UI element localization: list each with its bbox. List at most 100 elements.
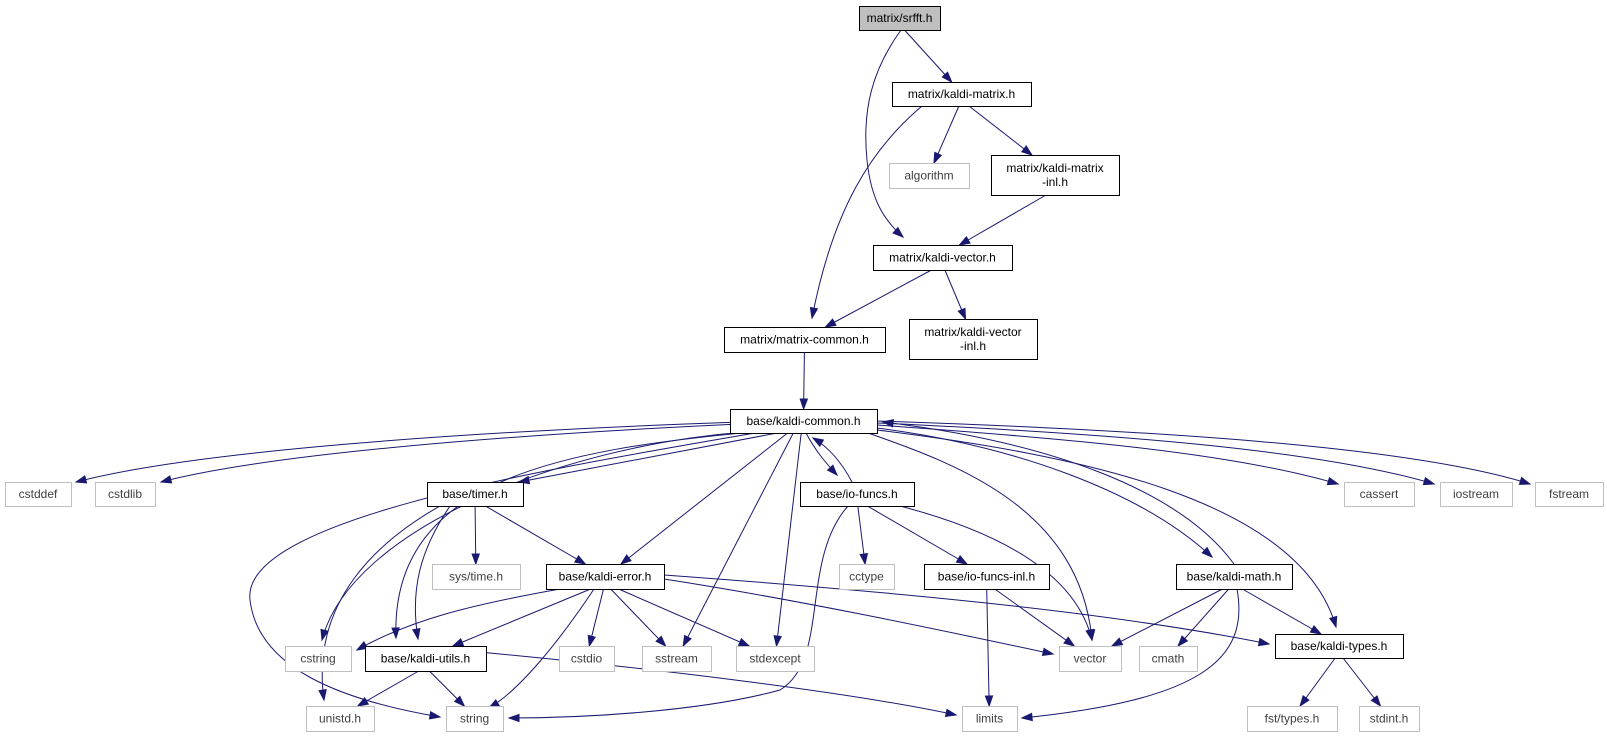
- node-box: [365, 646, 487, 672]
- arrowhead: [1041, 647, 1055, 656]
- node-box: [1247, 706, 1338, 732]
- node-label: base/kaldi-common.h: [746, 414, 860, 428]
- arrowhead: [773, 635, 782, 648]
- edge-kaldi-math-to-kaldi-types: [1242, 588, 1323, 635]
- edge-line: [876, 422, 1435, 485]
- arrowhead: [356, 697, 370, 707]
- edge-kaldi-math-to-vector: [1110, 588, 1223, 647]
- node-label: algorithm: [904, 169, 953, 183]
- node-kaldi-matrix-inl[interactable]: matrix/kaldi-matrix-inl.h: [991, 155, 1120, 196]
- edge-kaldi-common-to-io-funcs: [805, 432, 838, 477]
- node-stdexcept: stdexcept: [736, 646, 815, 672]
- edge-line: [904, 29, 953, 83]
- arrowhead: [881, 418, 894, 428]
- node-kaldi-math[interactable]: base/kaldi-math.h: [1176, 564, 1293, 590]
- node-label: matrix/kaldi-matrix: [1006, 161, 1103, 175]
- edge-kaldi-common-to-sstream: [682, 432, 794, 648]
- arrowhead: [159, 475, 173, 484]
- edge-kaldi-common-to-cassert: [876, 424, 1340, 486]
- node-box: [5, 482, 72, 507]
- node-kaldi-utils[interactable]: base/kaldi-utils.h: [365, 646, 487, 672]
- node-box: [1440, 482, 1513, 507]
- node-vector: vector: [1059, 646, 1122, 672]
- node-kaldi-common[interactable]: base/kaldi-common.h: [730, 409, 878, 434]
- edge-kaldi-error-to-sstream: [610, 588, 667, 648]
- node-label: matrix/kaldi-vector: [924, 325, 1021, 339]
- node-cassert: cassert: [1344, 482, 1415, 507]
- edge-kaldi-utils-to-string: [429, 670, 466, 708]
- edge-kaldi-common-to-kaldi-utils: [391, 431, 753, 640]
- node-kaldi-vector-inl[interactable]: matrix/kaldi-vector-inl.h: [909, 319, 1038, 360]
- node-stdint: stdint.h: [1359, 706, 1420, 732]
- edge-srfft-to-kaldi-matrix: [904, 29, 953, 84]
- edge-layer: [74, 29, 1532, 723]
- node-box: [642, 646, 712, 672]
- node-label: base/kaldi-utils.h: [381, 652, 470, 666]
- edge-line: [488, 588, 595, 709]
- node-kaldi-types[interactable]: base/kaldi-types.h: [1275, 634, 1404, 659]
- arrowhead: [958, 236, 971, 246]
- arrowhead: [318, 689, 327, 702]
- edge-line: [610, 588, 666, 647]
- arrowhead: [955, 555, 969, 565]
- node-box: [546, 564, 665, 590]
- edge-kaldi-common-to-cstring: [320, 431, 746, 642]
- edge-io-funcs-to-io-funcs-inl: [867, 505, 969, 565]
- node-label: base/timer.h: [442, 487, 507, 501]
- edge-kaldi-common-to-kaldi-types: [876, 429, 1338, 629]
- arrowhead: [1328, 615, 1338, 629]
- node-matrix-common[interactable]: matrix/matrix-common.h: [724, 327, 886, 353]
- edge-kaldi-math-to-kaldi-common: [881, 418, 1235, 565]
- edge-kaldi-common-to-kaldi-math: [876, 427, 1214, 559]
- arrowhead: [1110, 637, 1124, 647]
- edge-kaldi-common-to-kaldi-error: [619, 432, 788, 565]
- edge-kaldi-error-to-vector: [663, 578, 1055, 656]
- edge-kaldi-types-to-fst-types: [1299, 657, 1336, 708]
- edge-line: [811, 105, 923, 319]
- arrowhead: [355, 641, 369, 651]
- node-box: [962, 706, 1018, 732]
- edge-line: [414, 505, 451, 640]
- edge-line: [321, 431, 746, 641]
- node-timer[interactable]: base/timer.h: [427, 482, 524, 507]
- node-limits: limits: [962, 706, 1018, 732]
- edge-kaldi-vector-to-kaldi-vector-inl: [944, 269, 967, 321]
- arrowhead: [944, 708, 958, 717]
- edge-kaldi-common-to-fstream: [876, 420, 1532, 485]
- arrowhead: [957, 307, 967, 321]
- node-kaldi-matrix[interactable]: matrix/kaldi-matrix.h: [892, 82, 1032, 107]
- node-io-funcs[interactable]: base/io-funcs.h: [800, 482, 915, 507]
- node-label: -inl.h: [1042, 175, 1068, 189]
- node-label: unistd.h: [319, 712, 361, 726]
- edge-srfft-to-kaldi-vector: [865, 29, 905, 238]
- node-systime: sys/time.h: [432, 564, 521, 590]
- node-srfft[interactable]: matrix/srfft.h: [859, 6, 941, 31]
- node-kaldi-vector[interactable]: matrix/kaldi-vector.h: [873, 245, 1013, 271]
- arrowhead: [941, 71, 953, 84]
- node-label: sstream: [655, 652, 698, 666]
- edge-line: [876, 424, 1339, 485]
- arrowhead: [74, 475, 88, 484]
- arrowhead: [824, 318, 837, 328]
- node-io-funcs-inl[interactable]: base/io-funcs-inl.h: [924, 564, 1050, 590]
- edge-line: [620, 432, 788, 565]
- edge-kaldi-common-to-iostream: [876, 422, 1436, 486]
- edge-kaldi-utils-to-unistd: [356, 670, 419, 707]
- node-box: [892, 82, 1032, 107]
- node-label: fst/types.h: [1265, 712, 1320, 726]
- edge-io-funcs-inl-to-limits: [984, 588, 994, 708]
- arrowhead: [809, 306, 819, 320]
- edge-line: [1242, 588, 1322, 635]
- node-box: [724, 327, 886, 353]
- node-box: [1535, 482, 1604, 507]
- node-kaldi-error[interactable]: base/kaldi-error.h: [546, 564, 665, 590]
- node-label: sys/time.h: [449, 570, 503, 584]
- edge-kaldi-error-to-kaldi-types: [663, 574, 1271, 647]
- node-string: string: [446, 706, 504, 732]
- node-box: [730, 409, 878, 434]
- node-layer: matrix/srfft.h matrix/kaldi-matrix.h algor…: [5, 6, 1604, 732]
- edge-timer-to-kaldi-error: [485, 505, 587, 565]
- arrowhead: [826, 464, 838, 477]
- node-label: base/io-funcs.h: [816, 487, 897, 501]
- edge-line: [986, 588, 990, 707]
